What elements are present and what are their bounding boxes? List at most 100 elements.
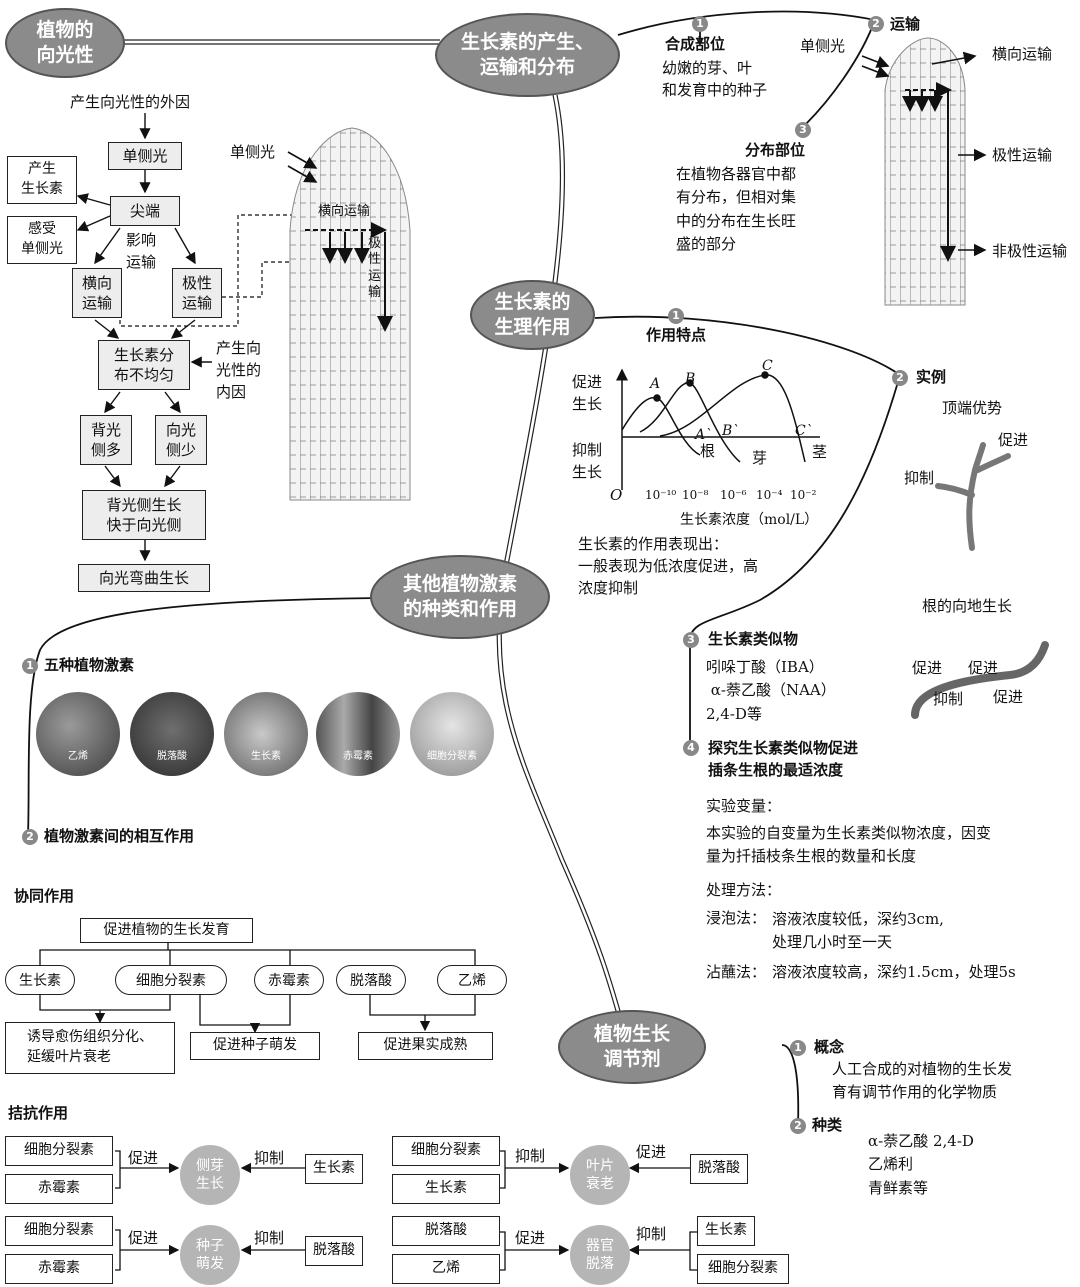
method-title: 处理方法： bbox=[706, 881, 782, 899]
apical-dominance-sketch bbox=[935, 442, 1011, 551]
transport-light-label: 单侧光 bbox=[800, 37, 846, 55]
types-text: α-萘乙酸 2,4-D 乙烯利 青鲜素等 bbox=[868, 1132, 974, 1197]
antagonism-left-1-1: 生长素 bbox=[392, 1174, 500, 1204]
x-tick-3: 10⁻⁴ bbox=[756, 488, 783, 502]
abscisic-acid-photo: 脱落酸 bbox=[130, 692, 214, 776]
auxin-effect-summary: 生长素的作用表现出： 一般表现为低浓度促进，高 浓度抑制 bbox=[578, 535, 759, 597]
five-hormones-title: 五种植物激素 bbox=[44, 656, 135, 674]
num-4: 4 bbox=[683, 740, 699, 756]
ethylene-photo: 乙烯 bbox=[36, 692, 120, 776]
internal-cause-label: 产生向 光性的 内因 bbox=[216, 339, 262, 401]
antagonism-left-verb-3: 促进 bbox=[515, 1229, 546, 1247]
synergy-ethylene: 乙烯 bbox=[437, 965, 507, 995]
gravitropism-sketch bbox=[911, 641, 1049, 719]
synergy-title: 协同作用 bbox=[14, 887, 75, 905]
uneven-distribution-box: 生长素分 布不均匀 bbox=[98, 340, 190, 390]
antagonism-left-verb-0: 促进 bbox=[128, 1149, 159, 1167]
antagonism-center-3: 器官 脱落 bbox=[570, 1225, 630, 1285]
polar-transport-label: 极性运输 bbox=[992, 146, 1053, 164]
antagonism-right-2-0: 脱落酸 bbox=[305, 1236, 363, 1266]
apical-inhibit-label: 抑制 bbox=[904, 469, 935, 487]
x-tick-0: 10⁻¹⁰ bbox=[645, 488, 677, 502]
phototropism-arrows bbox=[76, 113, 212, 562]
chart-x-axis-label: 生长素浓度（mol/L） bbox=[680, 512, 819, 528]
distribution-title: 分布部位 bbox=[745, 141, 806, 159]
antagonism-left-2-0: 细胞分裂素 bbox=[5, 1216, 113, 1246]
organ-label-1: 芽 bbox=[752, 449, 768, 467]
hub-growth-regulator: 植物生长 调节剂 bbox=[558, 1010, 706, 1084]
effect-features-title: 作用特点 bbox=[646, 326, 707, 344]
antagonism-right-1-0: 脱落酸 bbox=[690, 1154, 748, 1184]
synergy-gibberellin: 赤霉素 bbox=[254, 965, 324, 995]
hub-auxin-production: 生长素的产生、 运输和分布 bbox=[435, 13, 620, 97]
antagonism-right-verb-3: 抑制 bbox=[636, 1225, 667, 1243]
synergy-top-box: 促进植物的生长发育 bbox=[80, 918, 253, 943]
apical-dominance-label: 顶端优势 bbox=[942, 399, 1003, 417]
antagonism-center-0: 侧芽 生长 bbox=[180, 1145, 240, 1205]
cytokinin-photo: 细胞分裂素 bbox=[410, 692, 494, 776]
point-label-2: C bbox=[762, 358, 773, 374]
num-2b: 2 bbox=[892, 370, 908, 386]
synergy-lines bbox=[39, 942, 476, 1034]
antagonism-left-3-1: 乙烯 bbox=[392, 1254, 500, 1284]
hub-phototropism: 植物的 向光性 bbox=[5, 8, 125, 78]
antagonism-title: 拮抗作用 bbox=[8, 1104, 69, 1122]
external-cause-label: 产生向光性的外因 bbox=[70, 93, 191, 111]
dip-method-text: 溶液浓度较高，深约1.5cm，处理5s bbox=[772, 963, 1016, 981]
peak-point-3 bbox=[761, 371, 769, 379]
antagonism-left-2-1: 赤霉素 bbox=[5, 1254, 113, 1284]
point-label-5: C` bbox=[795, 423, 813, 439]
auxin-analogs-title: 生长素类似物 bbox=[708, 630, 799, 648]
synergy-outcome-3: 促进果实成熟 bbox=[358, 1032, 493, 1060]
antagonism-left-0-0: 细胞分裂素 bbox=[5, 1136, 113, 1166]
x-tick-4: 10⁻² bbox=[790, 488, 817, 502]
variable-title: 实验变量： bbox=[706, 797, 782, 815]
concept-title: 概念 bbox=[814, 1038, 845, 1056]
organ-label-2: 茎 bbox=[812, 443, 828, 461]
antagonism-right-3-0: 生长素 bbox=[697, 1216, 755, 1246]
auxin-analogs-text: 吲哚丁酸（IBA） α-萘乙酸（NAA） 2,4-D等 bbox=[706, 658, 836, 723]
synergy-outcome-1: 诱导愈伤组织分化、 延缓叶片衰老 bbox=[5, 1022, 175, 1074]
shade-side-more-box: 背光 侧多 bbox=[80, 415, 132, 465]
antagonism-right-0-0: 生长素 bbox=[305, 1154, 363, 1184]
transport-title: 运输 bbox=[890, 15, 921, 33]
antagonism-left-0-1: 赤霉素 bbox=[5, 1174, 113, 1204]
figure-polar-label: 极 性 运 输 bbox=[368, 236, 382, 300]
chart-origin: O bbox=[610, 486, 623, 504]
point-label-1: B bbox=[685, 371, 696, 387]
unilateral-light-box: 单侧光 bbox=[108, 142, 182, 170]
lateral-transport-box: 横向 运输 bbox=[72, 268, 122, 318]
dip-method-label: 沾蘸法： bbox=[706, 963, 767, 981]
synergy-abscisic: 脱落酸 bbox=[336, 965, 406, 995]
synergy-outcome-2: 促进种子萌发 bbox=[190, 1032, 320, 1060]
grav-promote-1: 促进 bbox=[912, 659, 943, 677]
produce-auxin-box: 产生 生长素 bbox=[7, 156, 77, 204]
chart-promote-label: 促进 生长 bbox=[572, 373, 603, 413]
antagonism-left-verb-1: 抑制 bbox=[515, 1147, 546, 1165]
antagonism-left-1-0: 细胞分裂素 bbox=[392, 1136, 500, 1166]
num-3b: 3 bbox=[683, 632, 699, 648]
num-1c: 1 bbox=[22, 658, 38, 674]
concept-text: 人工合成的对植物的生长发 育有调节作用的化学物质 bbox=[832, 1060, 1013, 1102]
peak-point-1 bbox=[653, 394, 661, 402]
antagonism-right-verb-1: 促进 bbox=[636, 1143, 667, 1161]
hub-other-hormones: 其他植物激素 的种类和作用 bbox=[370, 555, 550, 639]
num-1d: 1 bbox=[790, 1040, 806, 1056]
sense-light-box: 感受 单侧光 bbox=[7, 216, 77, 264]
x-tick-2: 10⁻⁶ bbox=[720, 488, 747, 502]
bending-growth-box: 向光弯曲生长 bbox=[78, 564, 210, 592]
point-label-4: B` bbox=[722, 423, 740, 439]
antagonism-left-verb-2: 促进 bbox=[128, 1229, 159, 1247]
auxin-photo: 生长素 bbox=[224, 692, 308, 776]
lateral-transport-label: 横向运输 bbox=[992, 45, 1053, 63]
peak-point-2 bbox=[686, 379, 694, 387]
soak-method-text: 溶液浓度较低，深约3cm, 处理几小时至一天 bbox=[772, 910, 944, 952]
variable-text: 本实验的自变量为生长素类似物浓度，因变 量为扦插枝条生根的数量和长度 bbox=[706, 824, 992, 866]
x-tick-1: 10⁻⁸ bbox=[682, 488, 709, 502]
light-side-less-box: 向光 侧少 bbox=[155, 415, 207, 465]
interaction-title: 植物激素间的相互作用 bbox=[44, 827, 195, 845]
synergy-auxin: 生长素 bbox=[5, 965, 75, 995]
coleoptile-figure-right bbox=[861, 37, 987, 306]
dose-curve-3 bbox=[659, 374, 806, 463]
